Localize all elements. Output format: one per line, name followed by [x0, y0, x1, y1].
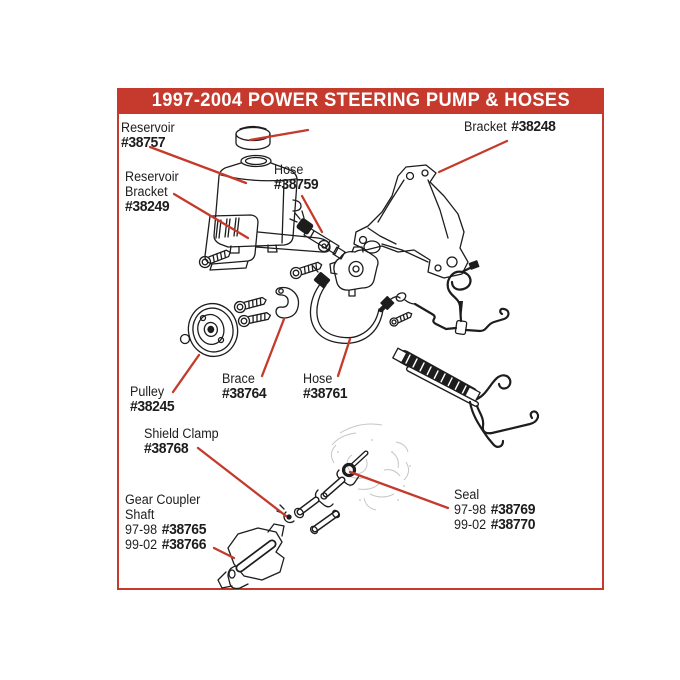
part-number: #38249	[125, 198, 170, 215]
part-variant: 99-02 #38770	[454, 517, 535, 532]
leader-shield-clamp	[196, 446, 288, 518]
part-number: #38245	[130, 398, 175, 415]
part-name: Brace	[222, 371, 255, 386]
label-gear-coupler-shaft: Gear Coupler Shaft 97-98 #38765 99-02 #3…	[125, 492, 206, 552]
part-variant: 97-98 #38769	[454, 502, 535, 517]
part-name: Pulley	[130, 384, 165, 399]
gear-coupler-drawing	[217, 450, 369, 590]
title-banner: 1997-2004 POWER STEERING PUMP & HOSES	[117, 88, 604, 114]
label-reservoir: Reservoir #38757	[121, 120, 175, 150]
brace-drawing	[275, 286, 300, 319]
hose-38759-drawing	[289, 210, 346, 260]
variant-years: 99-02	[454, 517, 487, 532]
leader-hose-38761	[336, 337, 352, 378]
hose-38761-drawing	[309, 265, 415, 344]
part-name: Bracket	[464, 119, 507, 134]
variant-years: 97-98	[454, 502, 487, 517]
leader-lines	[148, 128, 509, 560]
part-name: Hose	[303, 371, 333, 386]
leader-bracket	[437, 139, 509, 174]
part-name: Reservoir	[125, 169, 179, 184]
variant-years: 99-02	[125, 537, 158, 552]
part-name: Seal	[454, 487, 480, 502]
leader-pulley	[171, 353, 201, 394]
variant-years: 97-98	[125, 522, 158, 537]
part-name: Shield Clamp	[144, 426, 219, 441]
part-number: #38759	[274, 176, 319, 193]
bolt-drawing	[232, 294, 269, 315]
part-number: #38768	[144, 440, 189, 457]
page-title: 1997-2004 POWER STEERING PUMP & HOSES	[151, 90, 570, 111]
part-name: Hose	[274, 162, 304, 177]
label-seal: Seal 97-98 #38769 99-02 #38770	[454, 487, 535, 532]
leader-seal	[348, 470, 450, 510]
bolt-drawing	[197, 246, 233, 270]
part-name: Shaft	[125, 507, 155, 522]
label-reservoir-bracket: Reservoir Bracket #38249	[125, 169, 179, 214]
label-pulley: Pulley #38245	[130, 384, 175, 415]
label-brace: Brace #38764	[222, 371, 267, 402]
part-number: #38769	[490, 501, 536, 518]
leader-hose-38759	[300, 194, 324, 234]
pump-drawing	[329, 246, 379, 297]
label-hose-38761: Hose #38761	[303, 371, 348, 402]
part-number: #38766	[161, 536, 207, 553]
seal-drawing	[341, 462, 357, 478]
part-number: #38764	[222, 385, 267, 402]
leader-reservoir	[148, 145, 248, 185]
part-name: Gear Coupler	[125, 492, 201, 507]
part-name: Bracket	[125, 184, 168, 199]
leader-reservoir-cap	[248, 128, 310, 142]
bolt-drawing	[236, 309, 273, 329]
reservoir-bracket-drawing	[204, 214, 331, 271]
label-bracket: Bracket #38248	[464, 119, 556, 134]
pulley-drawing	[179, 302, 239, 358]
part-variant: 99-02 #38766	[125, 537, 206, 552]
mounting-bracket-drawing	[353, 164, 469, 279]
cooler-drawing	[392, 347, 540, 448]
leader-gear-coupler	[212, 546, 236, 560]
part-variant: 97-98 #38765	[125, 522, 206, 537]
label-hose-38759: Hose #38759	[274, 162, 319, 193]
diagram-panel: 1997-2004 POWER STEERING PUMP & HOSES	[117, 88, 604, 590]
return-line-drawing	[395, 260, 510, 336]
part-name: Reservoir	[121, 120, 175, 135]
part-number: #38770	[490, 516, 536, 533]
label-shield-clamp: Shield Clamp #38768	[144, 426, 219, 456]
part-number: #38765	[161, 521, 207, 538]
leader-brace	[260, 317, 286, 378]
part-number: #38761	[303, 385, 348, 402]
part-number: #38757	[121, 134, 166, 151]
leader-reservoir-bracket	[172, 192, 250, 240]
part-number: #38248	[511, 118, 556, 135]
